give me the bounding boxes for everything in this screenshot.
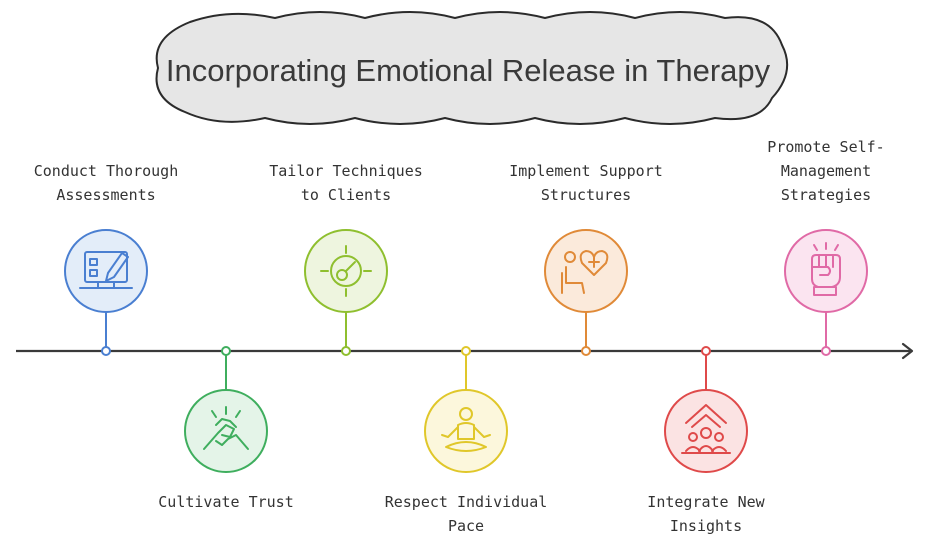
target-icon (320, 245, 372, 297)
step-label-line: Tailor Techniques (269, 162, 423, 180)
title-cloud-shape (155, 11, 789, 125)
computer-checklist-icon (79, 251, 133, 289)
timeline-dot (101, 346, 111, 356)
step-label-line: Structures (541, 186, 631, 204)
step-label-line: Respect Individual (385, 493, 548, 511)
timeline-dot (461, 346, 471, 356)
step-cultivate-trust: Cultivate Trust (158, 346, 294, 511)
step-circle (184, 389, 268, 473)
step-label-line: Implement Support (509, 162, 663, 180)
step-label-line: Promote Self- (767, 138, 884, 156)
timeline-dot (341, 346, 351, 356)
timeline-dot (821, 346, 831, 356)
timeline-dot (701, 346, 711, 356)
step-label-line: Insights (670, 517, 742, 535)
meditation-icon (441, 407, 491, 452)
title-cloud: Incorporating Emotional Release in Thera… (155, 11, 789, 125)
step-label-line: Management (781, 162, 871, 180)
step-label: Tailor Techniques to Clients (269, 162, 423, 204)
raised-fist-icon (811, 242, 841, 296)
page-title: Incorporating Emotional Release in Thera… (166, 53, 771, 88)
step-circle (544, 229, 628, 313)
step-circle (64, 229, 148, 313)
step-label-line: Cultivate Trust (158, 493, 293, 511)
step-circle (784, 229, 868, 313)
step-label-line: Pace (448, 517, 484, 535)
timeline-dot (581, 346, 591, 356)
person-heart-icon (561, 250, 609, 294)
step-label-line: to Clients (301, 186, 391, 204)
group-growth-icon (681, 404, 731, 454)
step-tailor-techniques-to-clients: Tailor Techniques to Clients (269, 162, 423, 356)
step-label: Cultivate Trust (158, 493, 293, 511)
step-label-line: Assessments (56, 186, 155, 204)
step-label-line: Strategies (781, 186, 871, 204)
step-label-line: Integrate New (647, 493, 765, 511)
timeline-dot (221, 346, 231, 356)
handshake-icon (203, 406, 249, 450)
step-circle (664, 389, 748, 473)
step-label-line: Conduct Thorough (34, 162, 179, 180)
step-circle (424, 389, 508, 473)
timeline-arrow-icon (901, 342, 914, 360)
